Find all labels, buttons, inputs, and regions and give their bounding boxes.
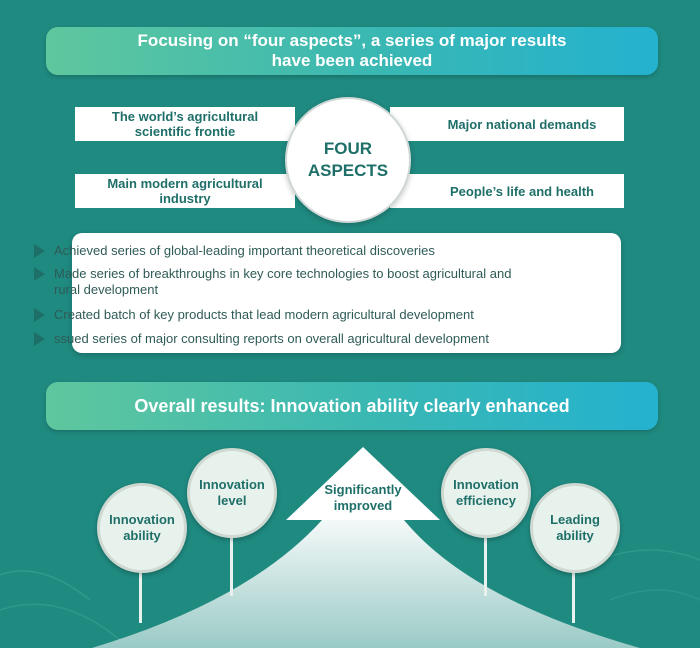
bubble-innovation-efficiency: Innovation efficiency: [441, 448, 531, 538]
result-item: Created batch of key products that lead …: [34, 307, 539, 323]
result-item-text: Achieved series of global-leading import…: [54, 243, 435, 258]
overall-results-banner: Overall results: Innovation ability clea…: [46, 382, 658, 430]
result-item-text: ssued series of major consulting reports…: [54, 331, 489, 346]
arrow-label-line-1: Significantly: [324, 482, 402, 497]
bubble-line-2: ability: [123, 528, 161, 543]
bubble-line-1: Leading: [550, 512, 600, 527]
aspect-life-health-label: People’s life and health: [450, 183, 594, 199]
result-item: ssued series of major consulting reports…: [34, 331, 539, 347]
mountain-shape: [92, 520, 640, 648]
aspect-national-demands: Major national demands: [390, 107, 624, 141]
triangle-bullet-icon: [34, 332, 45, 346]
result-item-text: Created batch of key products that lead …: [54, 307, 474, 322]
result-item-text: Made series of breakthroughs in key core…: [54, 266, 512, 297]
triangle-bullet-icon: [34, 244, 45, 258]
bubble-line-1: Innovation: [109, 512, 175, 527]
bubble-line-1: Innovation: [199, 477, 265, 492]
bubble-stem: [484, 532, 487, 596]
arrow-label: Significantly improved: [308, 482, 418, 514]
aspect-agricultural-frontier-line-2: scientific frontie: [134, 124, 236, 139]
aspect-modern-industry: Main modern agricultural industry: [75, 174, 295, 208]
bubble-leading-ability: Leading ability: [530, 483, 620, 573]
result-item: Achieved series of global-leading import…: [34, 243, 539, 259]
overall-results-title: Overall results: Innovation ability clea…: [134, 395, 570, 416]
aspect-national-demands-label: Major national demands: [447, 116, 597, 132]
aspect-modern-industry-line-2: industry: [159, 191, 211, 206]
bubble-stem: [572, 565, 575, 623]
four-aspects-circle-line-2: ASPECTS: [307, 161, 389, 180]
bubble-line-2: ability: [556, 528, 594, 543]
main-title-line-1: Focusing on “four aspects”, a series of …: [137, 31, 567, 50]
triangle-bullet-icon: [34, 267, 45, 281]
results-panel: [72, 233, 621, 353]
aspect-agricultural-frontier: The world’s agricultural scientific fron…: [75, 107, 295, 141]
four-aspects-circle-line-1: FOUR: [323, 139, 373, 158]
aspect-modern-industry-line-1: Main modern agricultural: [107, 176, 263, 191]
main-title-banner: Focusing on “four aspects”, a series of …: [46, 27, 658, 75]
bubble-stem: [139, 565, 142, 623]
aspect-life-health: People’s life and health: [390, 174, 624, 208]
aspect-agricultural-frontier-line-1: The world’s agricultural: [111, 109, 259, 124]
result-item: Made series of breakthroughs in key core…: [34, 266, 539, 298]
arrow-label-line-2: improved: [333, 498, 393, 513]
bubble-line-1: Innovation: [453, 477, 519, 492]
bubble-stem: [230, 532, 233, 596]
triangle-bullet-icon: [34, 308, 45, 322]
up-arrow-icon: [286, 447, 440, 520]
main-title-line-2: have been achieved: [271, 51, 433, 70]
four-aspects-circle: FOUR ASPECTS: [285, 97, 411, 223]
bubble-innovation-level: Innovation level: [187, 448, 277, 538]
bubble-innovation-ability: Innovation ability: [97, 483, 187, 573]
bubble-line-2: efficiency: [456, 493, 516, 508]
bubble-line-2: level: [217, 493, 247, 508]
